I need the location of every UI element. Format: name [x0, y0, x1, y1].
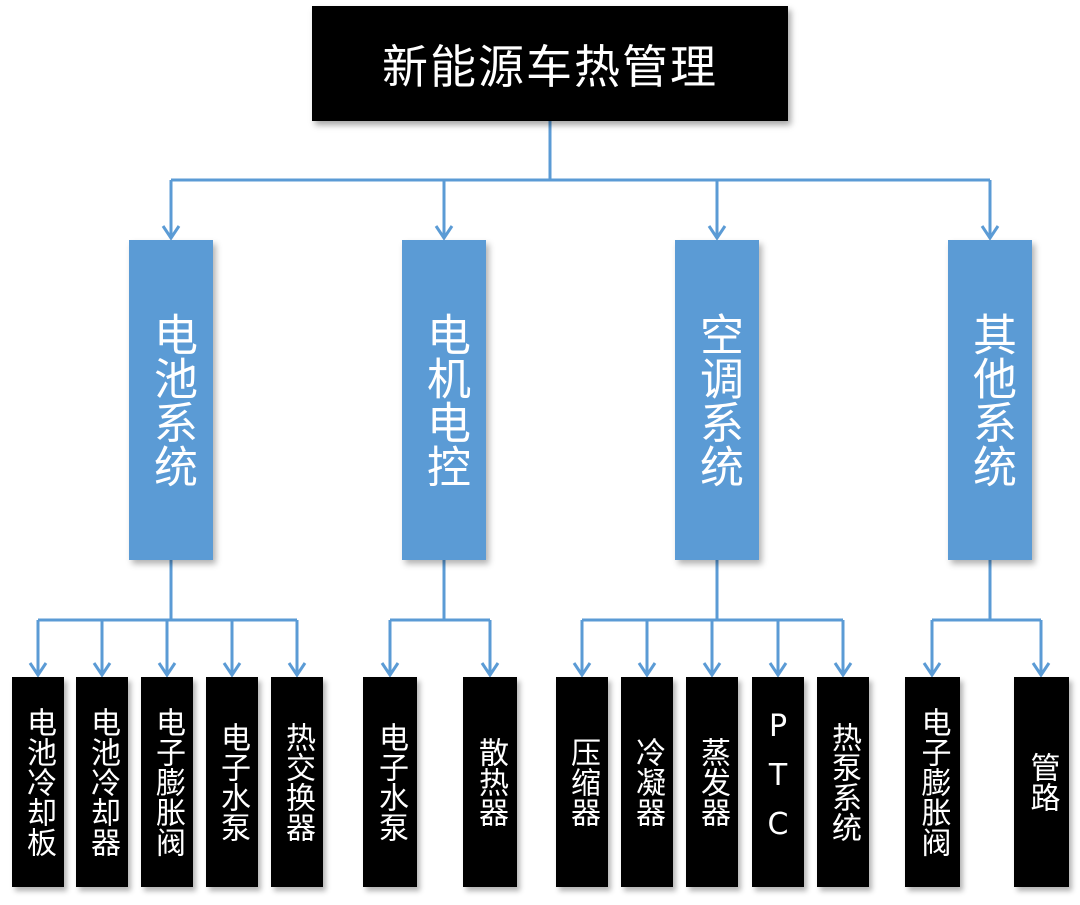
arrowhead	[287, 662, 307, 678]
leaf-node-other-expansion-valve: 电子膨胀阀	[905, 677, 960, 887]
arrowhead	[222, 662, 242, 678]
arrowhead	[92, 662, 112, 678]
arrowhead	[434, 225, 454, 241]
arrowhead	[161, 225, 181, 241]
leaf-node-piping: 管路	[1014, 677, 1069, 887]
leaf-node-condenser: 冷凝器	[621, 677, 673, 887]
leaf-label: 电子膨胀阀	[150, 707, 185, 857]
arrowhead	[380, 662, 400, 678]
category-label: 电机电控	[419, 312, 470, 488]
category-label: 其他系统	[965, 312, 1016, 488]
leaf-label: 冷凝器	[630, 737, 665, 827]
leaf-node-heat-exchanger: 热交换器	[271, 677, 323, 887]
leaf-label: 管路	[1024, 752, 1060, 812]
arrowhead	[480, 662, 500, 678]
arrowhead	[637, 662, 657, 678]
arrowhead	[1031, 662, 1051, 678]
arrowhead	[157, 662, 177, 678]
arrowhead	[707, 225, 727, 241]
leaf-label: PTC	[760, 708, 796, 856]
leaf-node-battery-chiller: 电池冷却器	[76, 677, 128, 887]
leaf-label: 电子水泵	[373, 722, 408, 842]
leaf-node-battery-water-pump: 电子水泵	[206, 677, 258, 887]
leaf-label: 散热器	[473, 737, 508, 827]
category-node-other: 其他系统	[948, 240, 1032, 560]
leaf-label: 热交换器	[280, 722, 315, 842]
arrowhead	[768, 662, 788, 678]
category-label: 空调系统	[692, 312, 743, 488]
category-node-ac: 空调系统	[675, 240, 759, 560]
leaf-node-compressor: 压缩器	[556, 677, 608, 887]
leaf-node-motor-water-pump: 电子水泵	[363, 677, 417, 887]
leaf-label: 电子水泵	[215, 722, 250, 842]
leaf-label: 电池冷却器	[85, 707, 120, 857]
category-node-motor: 电机电控	[402, 240, 486, 560]
leaf-node-radiator: 散热器	[463, 677, 517, 887]
arrowhead	[28, 662, 48, 678]
root-node: 新能源车热管理	[312, 6, 788, 121]
leaf-node-battery-cold-plate: 电池冷却板	[12, 677, 64, 887]
category-node-battery: 电池系统	[129, 240, 213, 560]
leaf-node-evaporator: 蒸发器	[686, 677, 738, 887]
leaf-label: 电池冷却板	[21, 707, 56, 857]
arrowhead	[833, 662, 853, 678]
leaf-label: 压缩器	[565, 737, 600, 827]
leaf-node-ptc: PTC	[752, 677, 804, 887]
arrowhead	[572, 662, 592, 678]
arrowhead	[980, 225, 1000, 241]
leaf-node-heat-pump-system: 热泵系统	[817, 677, 869, 887]
root-label: 新能源车热管理	[382, 39, 718, 94]
arrowhead	[702, 662, 722, 678]
arrowhead	[922, 662, 942, 678]
leaf-node-battery-expansion-valve: 电子膨胀阀	[141, 677, 193, 887]
leaf-label: 热泵系统	[826, 722, 861, 842]
category-label: 电池系统	[146, 312, 197, 488]
leaf-label: 蒸发器	[695, 737, 730, 827]
leaf-label: 电子膨胀阀	[915, 707, 951, 857]
